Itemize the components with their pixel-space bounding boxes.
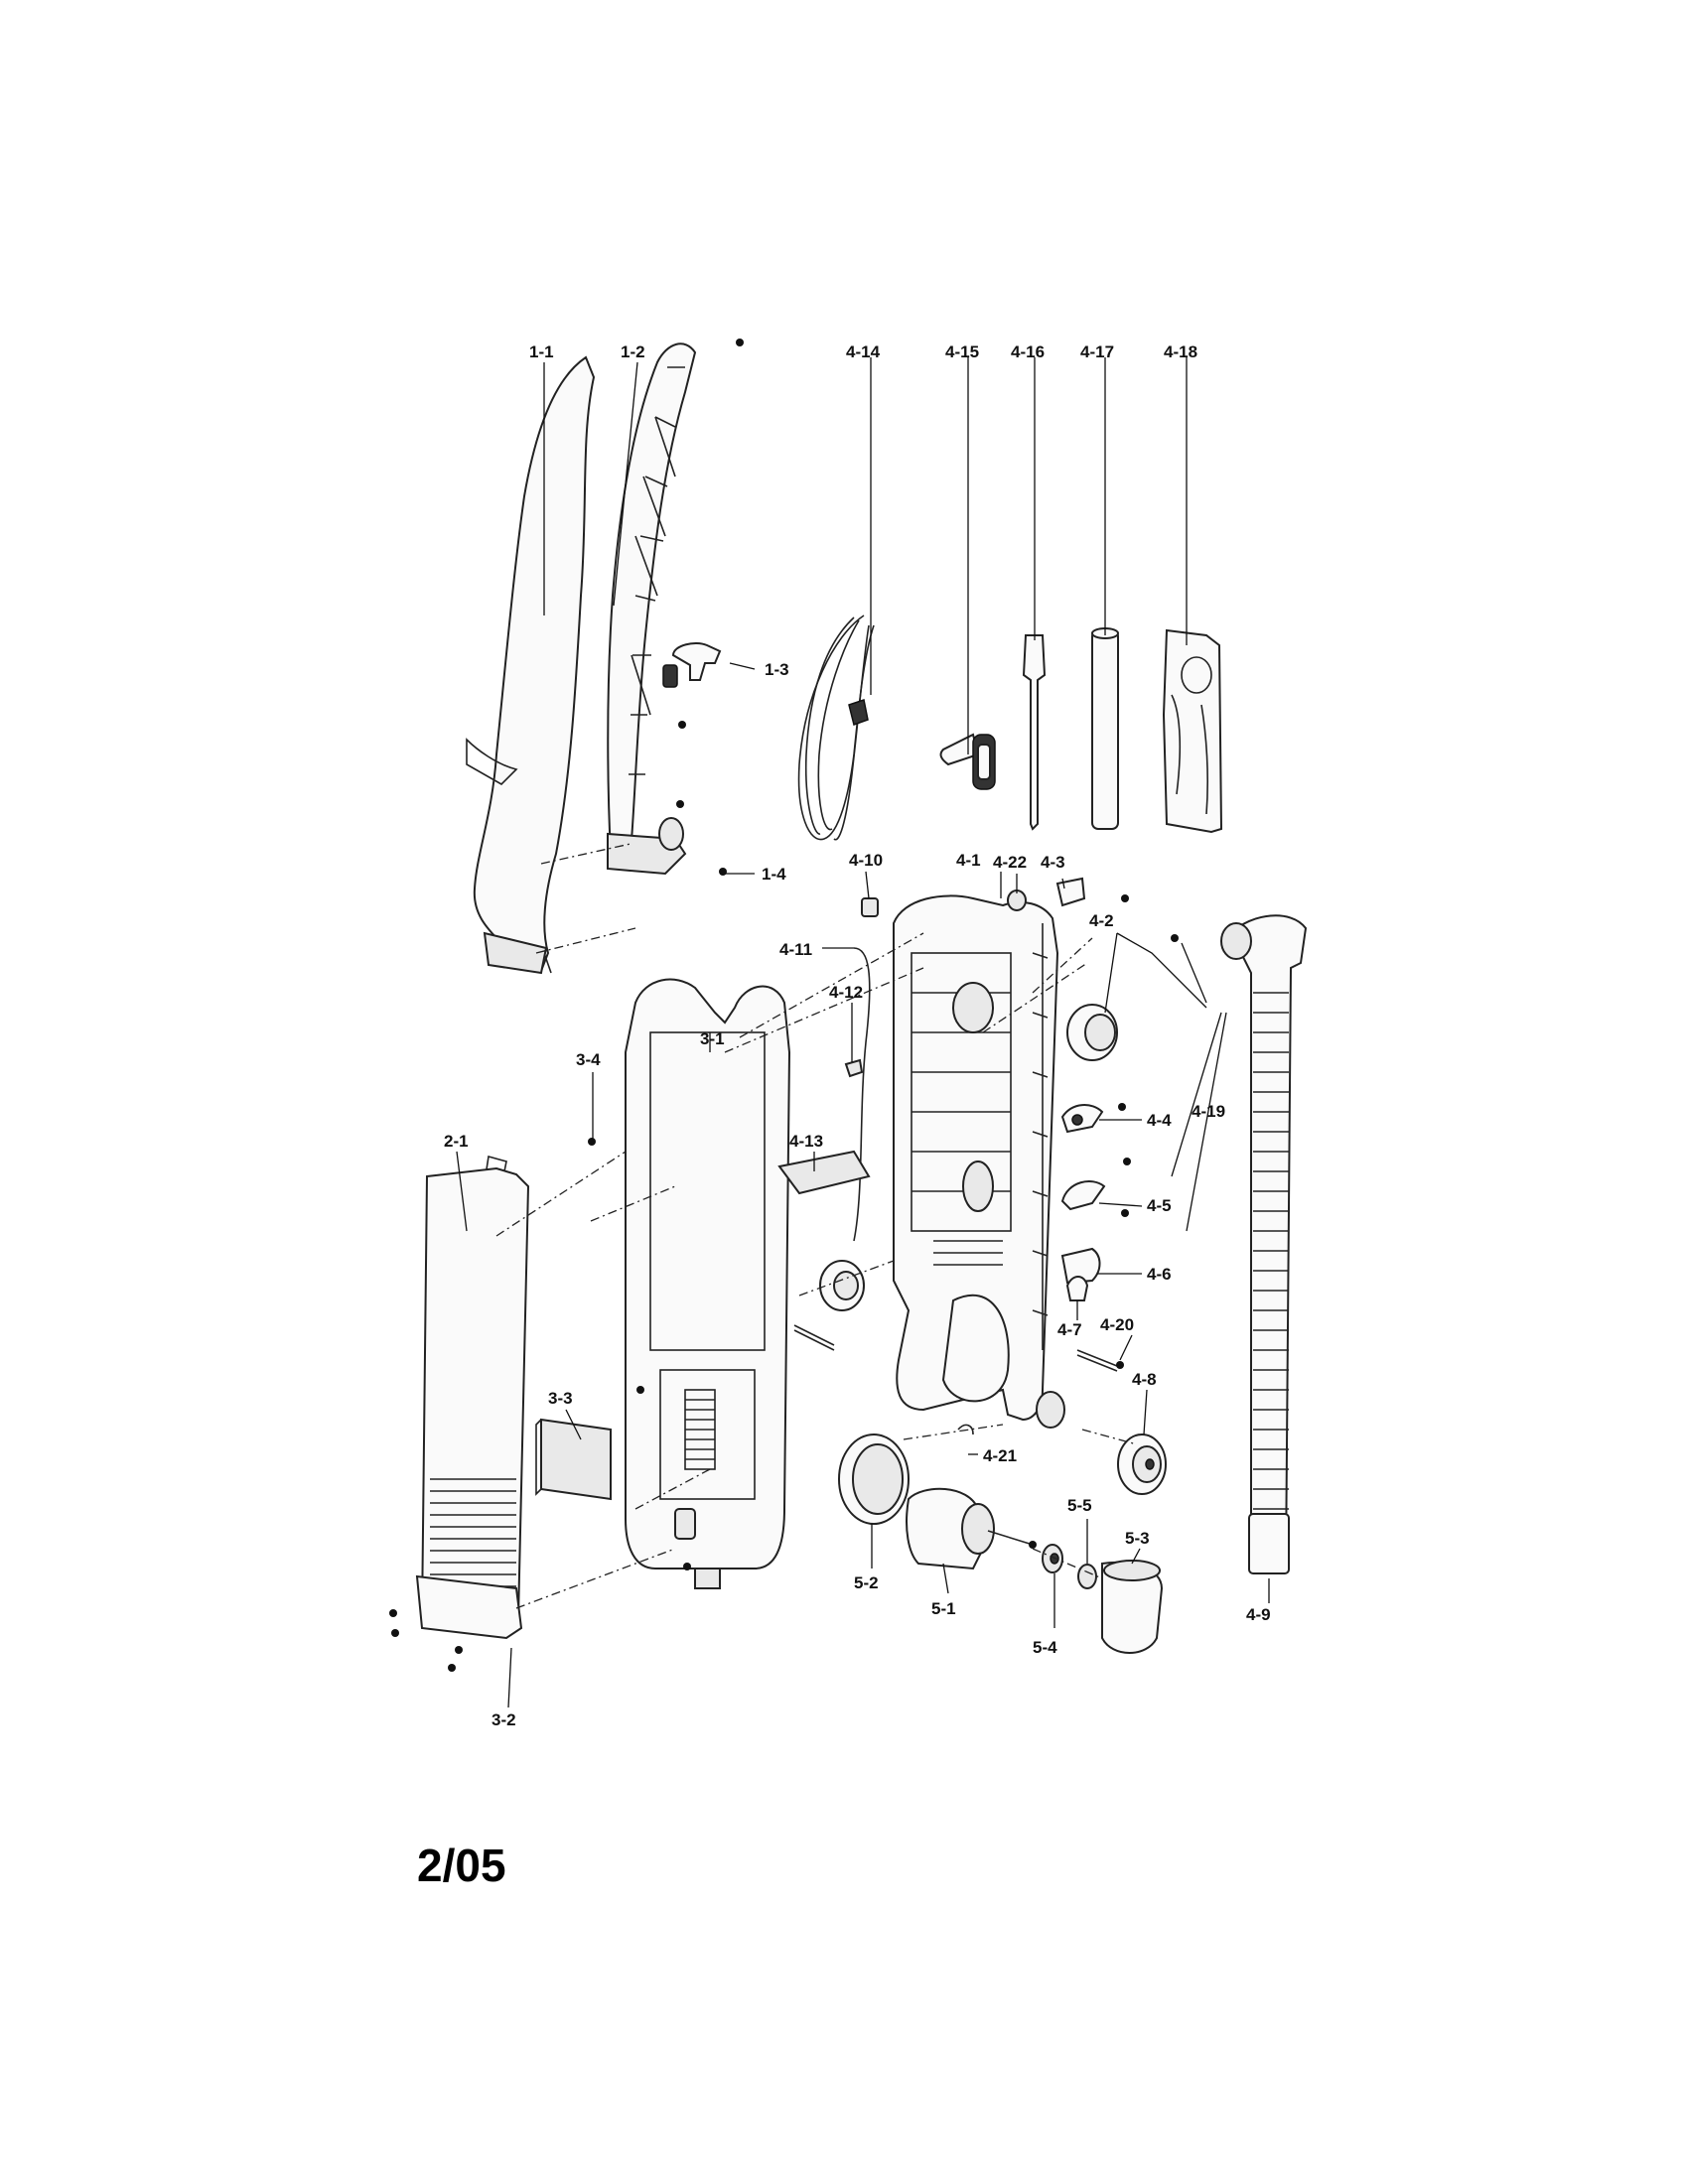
label-4-4: 4-4 (1147, 1111, 1172, 1130)
label-4-13: 4-13 (789, 1132, 823, 1151)
part-1-1-handle-grip (466, 355, 596, 975)
part-4-12-clip (844, 1058, 864, 1078)
label-4-19: 4-19 (1192, 1102, 1225, 1121)
label-1-4: 1-4 (762, 865, 786, 884)
label-4-6: 4-6 (1147, 1265, 1172, 1284)
part-4-21-clip (957, 1424, 974, 1435)
part-3-2-bottom-cover (415, 1574, 523, 1640)
label-5-4: 5-4 (1033, 1638, 1057, 1657)
label-5-5: 5-5 (1067, 1496, 1092, 1515)
rear-wheel-left (793, 1260, 865, 1351)
label-4-9: 4-9 (1246, 1605, 1271, 1624)
label-4-18: 4-18 (1164, 342, 1197, 361)
label-1-3: 1-3 (765, 660, 789, 679)
part-4-3-clip (1055, 877, 1086, 907)
label-3-1: 3-1 (700, 1029, 725, 1048)
label-4-12: 4-12 (829, 983, 863, 1002)
label-3-4: 3-4 (576, 1050, 601, 1069)
part-3-1-front-housing (625, 978, 791, 1589)
leader-lines (456, 357, 1270, 1708)
label-4-15: 4-15 (945, 342, 979, 361)
part-4-1-main-body (893, 894, 1065, 1429)
label-5-3: 5-3 (1125, 1529, 1150, 1548)
part-4-14-power-cord (797, 614, 875, 841)
part-4-18-dust-bag (1162, 628, 1223, 834)
part-4-7-hook (1065, 1276, 1089, 1301)
label-4-10: 4-10 (849, 851, 883, 870)
part-4-9-hose (1220, 914, 1308, 1574)
part-4-4-clip (1060, 1104, 1104, 1134)
label-2-1: 2-1 (444, 1132, 469, 1151)
part-1-3-release-knob (662, 642, 722, 688)
part-4-5-clip (1060, 1180, 1106, 1211)
assembly-lines (495, 843, 1138, 1609)
part-5-1-motor (906, 1487, 1037, 1570)
label-4-22: 4-22 (993, 853, 1027, 872)
label-4-7: 4-7 (1057, 1320, 1082, 1339)
label-3-2: 3-2 (491, 1710, 516, 1729)
part-5-4-fan (1042, 1544, 1063, 1573)
label-3-3: 3-3 (548, 1389, 573, 1408)
part-5-2-gasket (838, 1433, 910, 1525)
part-4-11-wire (853, 947, 871, 1242)
part-4-8-wheel (1117, 1433, 1167, 1495)
page-date: 2/05 (417, 1840, 506, 1891)
label-5-2: 5-2 (854, 1573, 879, 1592)
screws (389, 339, 1179, 1672)
label-4-2: 4-2 (1089, 911, 1114, 930)
label-4-5: 4-5 (1147, 1196, 1172, 1215)
label-4-17: 4-17 (1080, 342, 1114, 361)
part-4-13-filter (777, 1150, 871, 1195)
part-4-16-wand (1022, 634, 1047, 831)
label-4-1: 4-1 (956, 851, 981, 870)
label-4-21: 4-21 (983, 1446, 1017, 1465)
label-4-8: 4-8 (1132, 1370, 1157, 1389)
part-4-2-collar (1066, 1004, 1118, 1061)
part-3-3-filter (535, 1418, 612, 1501)
label-4-14: 4-14 (846, 342, 881, 361)
label-4-20: 4-20 (1100, 1315, 1134, 1334)
part-2-1-bag-door (420, 1155, 530, 1629)
label-1-2: 1-2 (621, 342, 645, 361)
part-4-17-extension-tube (1091, 627, 1119, 830)
part-4-6-clip (1060, 1247, 1101, 1285)
part-5-5-nut (1077, 1564, 1097, 1589)
part-labels: 1-1 1-2 1-3 1-4 2-1 3-1 3-2 3-3 3-4 4-1 … (444, 342, 1271, 1729)
part-4-20-axle (1076, 1349, 1118, 1372)
label-4-11: 4-11 (779, 940, 812, 959)
label-1-1: 1-1 (529, 342, 554, 361)
part-5-3-fan-cover (1101, 1560, 1164, 1654)
label-5-1: 5-1 (931, 1599, 956, 1618)
part-4-10-switch (861, 897, 879, 917)
label-4-16: 4-16 (1011, 342, 1045, 361)
part-1-2-handle-frame (607, 342, 697, 876)
label-4-3: 4-3 (1041, 853, 1065, 872)
